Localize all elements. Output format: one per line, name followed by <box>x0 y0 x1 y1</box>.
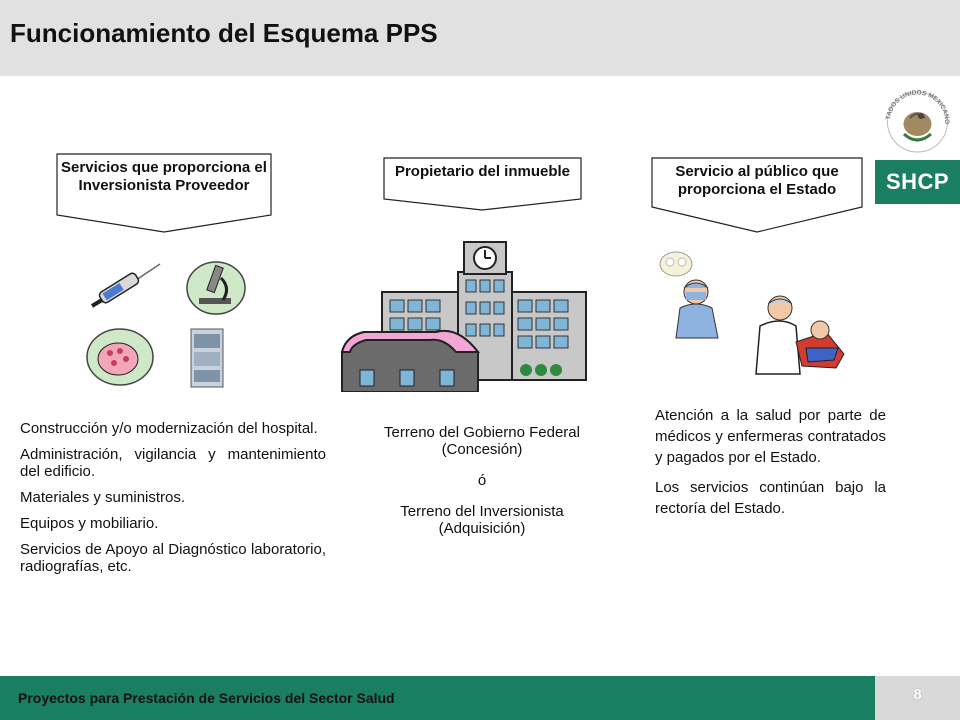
header-bar: Funcionamiento del Esquema PPS <box>0 0 875 76</box>
callout-inversionista: Servicios que proporciona el Inversionis… <box>56 153 272 233</box>
cell-culture-icon <box>86 328 154 386</box>
page-number: 8 <box>913 686 922 703</box>
footer-bar: Proyectos para Prestación de Servicios d… <box>0 676 875 720</box>
list-item: Los servicios continúan bajo la rectoría… <box>655 479 886 517</box>
callout-text: Propietario del inmueble <box>394 163 571 180</box>
column-inversionista-text: Construcción y/o modernización del hospi… <box>20 420 326 584</box>
dentist-icon <box>755 295 845 375</box>
footer-text: Proyectos para Prestación de Servicios d… <box>18 690 395 706</box>
list-item: Servicios de Apoyo al Diagnóstico labora… <box>20 541 326 575</box>
column-estado-text: Atención a la salud por parte de médicos… <box>655 405 886 528</box>
list-item: Materiales y suministros. <box>20 489 186 506</box>
surgeon-icon <box>659 251 719 339</box>
list-item: Atención a la salud por parte de médicos… <box>655 407 886 466</box>
list-item: Construcción y/o modernización del hospi… <box>20 420 318 437</box>
list-item: Administración, vigilancia y mantenimien… <box>20 446 326 480</box>
callout-estado: Servicio al público que proporciona el E… <box>651 157 863 233</box>
shcp-logo: SHCP <box>875 160 960 204</box>
medical-cabinet-icon <box>190 328 224 388</box>
syringe-icon <box>90 263 161 308</box>
list-item: Equipos y mobiliario. <box>20 515 159 532</box>
column-propietario-text: Terreno del Gobierno Federal (Concesión)… <box>376 424 588 546</box>
list-item: ó <box>477 472 487 489</box>
callout-text: Servicios que proporciona el Inversionis… <box>61 159 267 194</box>
list-item: Terreno del Inversionista (Adquisición) <box>400 503 564 537</box>
page-title: Funcionamiento del Esquema PPS <box>10 18 438 48</box>
page-number-box <box>875 676 960 720</box>
callout-propietario: Propietario del inmueble <box>383 157 582 211</box>
callout-text: Servicio al público que proporciona el E… <box>675 163 839 198</box>
list-item: Terreno del Gobierno Federal (Concesión) <box>384 424 580 458</box>
hospital-building-icon <box>340 241 587 392</box>
brand-panel-top <box>875 0 960 76</box>
microscope-icon <box>186 261 246 315</box>
